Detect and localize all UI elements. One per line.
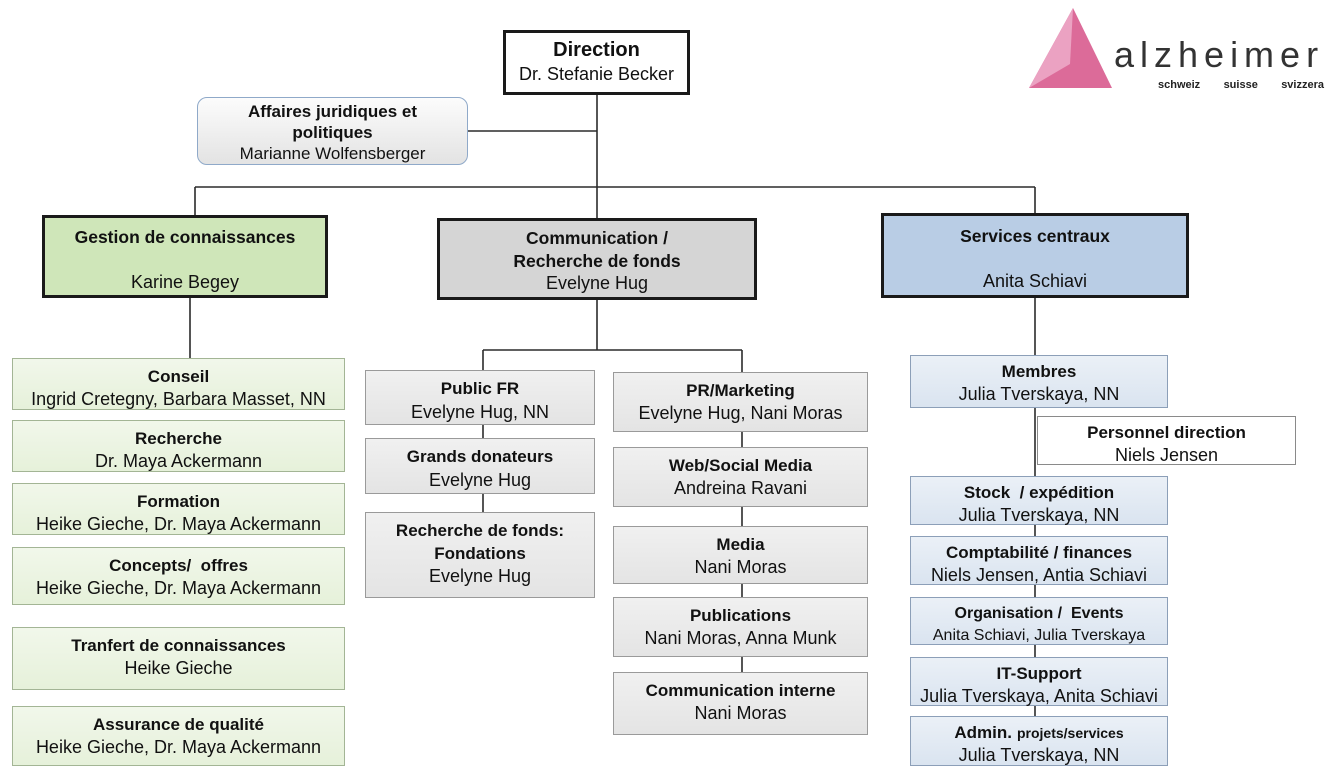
unit-comptabilite-box: Comptabilité / finances Niels Jensen, An… — [910, 536, 1168, 585]
unit-media-people: Nani Moras — [694, 557, 787, 577]
unit-membres-title: Membres — [1001, 362, 1077, 381]
unit-recherche-title: Recherche — [135, 429, 222, 448]
unit-personnel-direction-people: Niels Jensen — [1114, 445, 1219, 465]
unit-publications-people: Nani Moras, Anna Munk — [644, 628, 837, 648]
unit-admin-projets-title: Admin.projets/services — [954, 722, 1123, 744]
unit-stock-expedition-people: Julia Tverskaya, NN — [958, 505, 1120, 525]
unit-concepts-people: Heike Gieche, Dr. Maya Ackermann — [35, 578, 322, 598]
unit-membres-people: Julia Tverskaya, NN — [958, 384, 1120, 404]
unit-admin-projets-title-main: Admin. — [954, 723, 1012, 742]
unit-personnel-direction-box: Personnel direction Niels Jensen — [1037, 416, 1296, 465]
logo-tagline-de: schweiz — [1158, 79, 1201, 91]
unit-concepts-title: Concepts/ offres — [109, 556, 248, 575]
dept-knowledge-head: Karine Begey — [130, 271, 240, 292]
unit-communication-interne-title: Communication interne — [645, 681, 836, 700]
logo-triangle-facet — [1029, 8, 1073, 88]
unit-admin-projets-people: Julia Tverskaya, NN — [958, 745, 1120, 765]
dept-knowledge-title: Gestion de connaissances — [74, 227, 296, 247]
unit-organisation-events-title: Organisation / Events — [954, 605, 1124, 622]
direction-title: Direction — [553, 39, 640, 61]
logo-tagline: schweiz suisse svizzera — [1158, 79, 1324, 92]
unit-organisation-events-people: Anita Schiavi, Julia Tverskaya — [932, 627, 1146, 644]
dept-communication-head: Evelyne Hug — [545, 273, 649, 293]
logo-tagline-fr: suisse — [1223, 79, 1258, 91]
unit-transfert-title: Tranfert de connaissances — [71, 636, 286, 655]
unit-communication-interne-box: Communication interne Nani Moras — [613, 672, 868, 735]
unit-assurance-qualite-people: Heike Gieche, Dr. Maya Ackermann — [35, 737, 322, 757]
unit-grands-donateurs-box: Grands donateurs Evelyne Hug — [365, 438, 595, 494]
unit-publications-box: Publications Nani Moras, Anna Munk — [613, 597, 868, 657]
legal-affairs-box: Affaires juridiques et politiques Marian… — [197, 97, 468, 165]
unit-public-fr-people: Evelyne Hug, NN — [410, 401, 550, 422]
unit-personnel-direction-title: Personnel direction — [1087, 423, 1246, 442]
unit-pr-marketing-title: PR/Marketing — [686, 381, 795, 400]
dept-services-box: Services centraux Anita Schiavi — [881, 213, 1189, 298]
unit-it-support-people: Julia Tverskaya, Anita Schiavi — [920, 686, 1158, 706]
unit-conseil-title: Conseil — [147, 367, 210, 386]
unit-admin-projets-title-suffix: projets/services — [1016, 725, 1124, 741]
unit-conseil-box: Conseil Ingrid Cretegny, Barbara Masset,… — [12, 358, 345, 410]
unit-pr-marketing-box: PR/Marketing Evelyne Hug, Nani Moras — [613, 372, 868, 432]
unit-comptabilite-people: Niels Jensen, Antia Schiavi — [930, 565, 1148, 585]
unit-formation-people: Heike Gieche, Dr. Maya Ackermann — [35, 514, 322, 534]
unit-grands-donateurs-title: Grands donateurs — [406, 447, 554, 466]
unit-concepts-box: Concepts/ offres Heike Gieche, Dr. Maya … — [12, 547, 345, 605]
unit-grands-donateurs-people: Evelyne Hug — [428, 469, 532, 490]
unit-formation-box: Formation Heike Gieche, Dr. Maya Ackerma… — [12, 483, 345, 535]
unit-pr-marketing-people: Evelyne Hug, Nani Moras — [638, 403, 843, 423]
dept-communication-title-line-1: Communication / — [526, 228, 668, 248]
unit-assurance-qualite-box: Assurance de qualité Heike Gieche, Dr. M… — [12, 706, 345, 766]
legal-affairs-title-line-2: politiques — [292, 123, 373, 142]
unit-media-title: Media — [716, 535, 765, 554]
unit-stock-expedition-box: Stock / expédition Julia Tverskaya, NN — [910, 476, 1168, 525]
unit-web-social-media-box: Web/Social Media Andreina Ravani — [613, 447, 868, 507]
legal-affairs-title-line-1: Affaires juridiques et — [247, 102, 418, 121]
unit-publications-title: Publications — [689, 606, 792, 625]
unit-fondations-box: Recherche de fonds: Fondations Evelyne H… — [365, 512, 595, 598]
unit-fondations-people: Evelyne Hug — [428, 566, 532, 586]
alzheimer-triangle-logo-icon — [1029, 8, 1112, 88]
dept-communication-box: Communication / Recherche de fonds Evely… — [437, 218, 757, 300]
unit-recherche-people: Dr. Maya Ackermann — [94, 451, 263, 471]
unit-comptabilite-title: Comptabilité / finances — [945, 543, 1133, 562]
unit-fondations-title-line-1: Recherche de fonds: — [395, 521, 565, 540]
unit-media-box: Media Nani Moras — [613, 526, 868, 584]
unit-public-fr-box: Public FR Evelyne Hug, NN — [365, 370, 595, 425]
dept-services-head: Anita Schiavi — [982, 270, 1088, 291]
unit-it-support-title: IT-Support — [996, 664, 1082, 683]
unit-stock-expedition-title: Stock / expédition — [963, 483, 1115, 502]
unit-assurance-qualite-title: Assurance de qualité — [92, 715, 264, 734]
unit-formation-title: Formation — [136, 492, 221, 511]
unit-transfert-box: Tranfert de connaissances Heike Gieche — [12, 627, 345, 690]
unit-conseil-people: Ingrid Cretegny, Barbara Masset, NN — [31, 389, 326, 409]
direction-box: Direction Dr. Stefanie Becker — [503, 30, 690, 95]
dept-communication-title-line-2: Recherche de fonds — [513, 250, 681, 271]
logo-tagline-it: svizzera — [1281, 79, 1324, 91]
logo-wordmark: alzheimer — [1114, 34, 1325, 75]
unit-public-fr-title: Public FR — [440, 379, 520, 398]
unit-admin-projets-box: Admin.projets/services Julia Tverskaya, … — [910, 716, 1168, 766]
unit-it-support-box: IT-Support Julia Tverskaya, Anita Schiav… — [910, 657, 1168, 706]
unit-recherche-box: Recherche Dr. Maya Ackermann — [12, 420, 345, 472]
unit-web-social-media-people: Andreina Ravani — [673, 478, 808, 498]
unit-communication-interne-people: Nani Moras — [694, 703, 787, 723]
unit-web-social-media-title: Web/Social Media — [668, 456, 813, 475]
unit-fondations-title-line-2: Fondations — [434, 543, 526, 563]
unit-organisation-events-box: Organisation / Events Anita Schiavi, Jul… — [910, 597, 1168, 645]
dept-knowledge-box: Gestion de connaissances Karine Begey — [42, 215, 328, 298]
unit-transfert-people: Heike Gieche — [124, 658, 233, 678]
legal-affairs-name: Marianne Wolfensberger — [239, 144, 426, 163]
dept-services-title: Services centraux — [960, 226, 1110, 246]
unit-membres-box: Membres Julia Tverskaya, NN — [910, 355, 1168, 408]
direction-name: Dr. Stefanie Becker — [518, 64, 675, 84]
